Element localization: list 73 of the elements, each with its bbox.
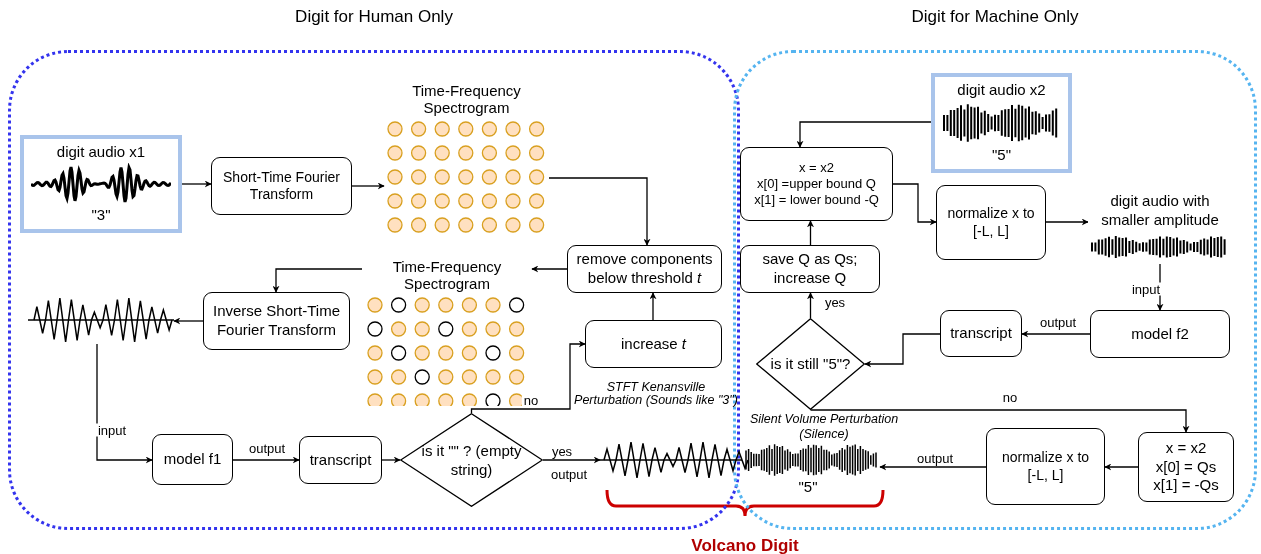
arrow [807, 220, 814, 246]
arrow [809, 409, 1190, 433]
arrow [381, 456, 401, 464]
edge-label: input [95, 423, 129, 437]
digit-label: "5" [992, 146, 1011, 165]
process-box [152, 434, 233, 485]
waveform-caption: STFT Kenansville Perturbation (Sounds like "3") [573, 380, 739, 406]
step-text: model f1 [163, 450, 222, 469]
arrow [232, 456, 300, 464]
step-text: increase t [620, 334, 686, 354]
edge-label: output [246, 441, 288, 455]
audio-sample-frame [931, 73, 1072, 173]
process-box [211, 157, 352, 215]
process-box [986, 428, 1105, 505]
arrow [1104, 463, 1139, 471]
step-text: normalize x to [-L, L] [1000, 449, 1091, 484]
step-text: transcript [950, 324, 1012, 343]
step-text: transcript [309, 450, 372, 470]
arrow [892, 183, 937, 226]
process-box [740, 245, 880, 293]
process-box [940, 310, 1022, 357]
step-text: Inverse Short-Time Fourier Transform [212, 302, 341, 340]
edge-label: output [914, 451, 956, 465]
arrow [531, 265, 568, 273]
arrow [351, 182, 385, 190]
step-text: remove components below threshold t [575, 250, 714, 288]
step-text: normalize x to [-L, L] [946, 205, 1036, 240]
process-box [299, 436, 382, 484]
process-box [567, 245, 722, 293]
arrow [1021, 330, 1091, 338]
process-box [1138, 432, 1234, 502]
arrow [807, 292, 814, 319]
arrow [879, 463, 987, 471]
arrow [864, 333, 941, 368]
process-box [585, 320, 722, 368]
step-text: x[1] = lower bound -Q [754, 192, 879, 209]
arrow [1045, 218, 1089, 226]
step-text: model f2 [1131, 324, 1189, 344]
flow-label: output [550, 467, 588, 481]
step-text: save Q as Qs; increase Q [761, 250, 859, 288]
waveform-caption: Silent Volume Perturbation (Silence) [748, 412, 900, 442]
process-box [1090, 310, 1230, 358]
process-box [203, 292, 350, 350]
arrow [548, 177, 651, 246]
arrow [173, 317, 204, 325]
digit-label: "3" [91, 206, 111, 225]
waveform-caption: "5" [797, 478, 819, 496]
edge-label: output [1037, 315, 1079, 329]
step-text: x = x2 [1165, 438, 1207, 458]
step-text: x[1] = -Qs [1153, 476, 1219, 496]
arrow [96, 343, 153, 464]
step-text: Short-Time Fourier Transform [222, 168, 341, 204]
edge-label: input [1129, 282, 1163, 296]
process-box [740, 147, 893, 221]
question-text: is it "" ? (empty string) [421, 440, 522, 480]
question-text: is it still "5"? [770, 354, 851, 374]
region-title: Digit for Human Only [295, 6, 453, 28]
step-text: x[0] =upper bound Q [757, 175, 876, 193]
brace-caption: Volcano Digit [691, 536, 799, 554]
arrow [470, 340, 586, 414]
audio-title: digit audio x2 [957, 81, 1046, 100]
audio-title: digit audio x1 [56, 143, 146, 162]
arrow [649, 292, 657, 321]
edge-label: no [521, 393, 541, 407]
arrow [181, 180, 212, 188]
audio-sample-frame [20, 135, 182, 233]
arrow [542, 456, 601, 464]
region-title: Digit for Machine Only [911, 6, 1079, 28]
arrow [272, 268, 363, 293]
step-text: x[0] = Qs [1155, 457, 1217, 477]
arrow [796, 121, 932, 148]
step-text: x = x2 [798, 159, 834, 176]
process-box [936, 185, 1046, 260]
